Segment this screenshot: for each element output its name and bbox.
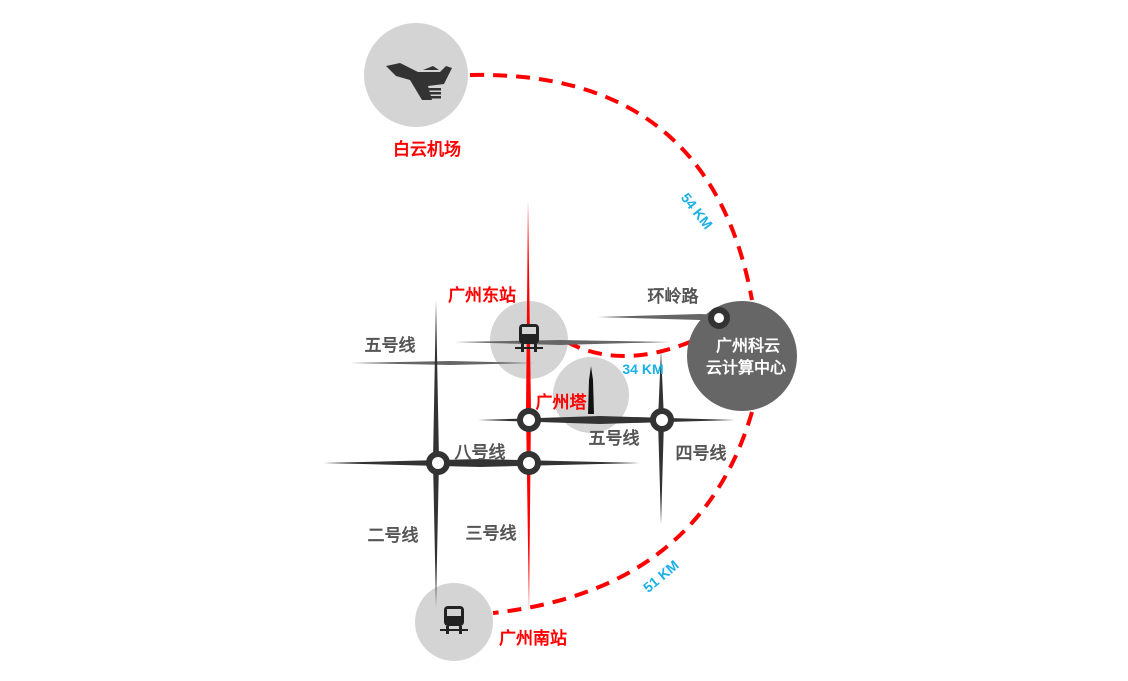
line4 [658, 350, 664, 525]
node [517, 408, 541, 432]
line3-label: 三号线 [466, 523, 517, 543]
node [708, 307, 730, 329]
tower-label: 广州塔 [536, 392, 588, 412]
line5-left-label: 五号线 [365, 335, 416, 355]
node [650, 408, 674, 432]
node [426, 451, 450, 475]
route-airport [469, 72, 754, 301]
south-station-label: 广州南站 [499, 628, 567, 648]
airport-label: 白云机场 [393, 139, 461, 159]
line5-left [350, 361, 535, 365]
train-icon [515, 324, 543, 352]
datacenter-label-1: 广州科云 [716, 336, 780, 355]
line3-red [526, 200, 531, 612]
train-icon [440, 606, 468, 634]
datacenter-label-2: 云计算中心 [706, 358, 786, 377]
huanling-road-label: 环岭路 [648, 286, 700, 306]
route-east [566, 340, 691, 358]
station-nodes [426, 307, 730, 475]
datacenter-circle [687, 301, 797, 411]
line5-upper [455, 340, 670, 345]
line8-label: 八号线 [455, 442, 506, 462]
canton-tower-icon [588, 366, 594, 414]
line8 [323, 459, 640, 467]
route-south [492, 411, 754, 615]
line4-label: 四号线 [676, 443, 727, 463]
line2-label: 二号线 [368, 525, 419, 545]
airplane-icon [386, 63, 452, 100]
line5-mid-label: 五号线 [589, 428, 640, 448]
node [517, 451, 541, 475]
distance-airport: 54 KM [678, 190, 716, 232]
line5-lower [478, 416, 735, 424]
distance-east-station: 34 KM [622, 361, 663, 377]
east-station-label: 广州东站 [448, 285, 516, 305]
